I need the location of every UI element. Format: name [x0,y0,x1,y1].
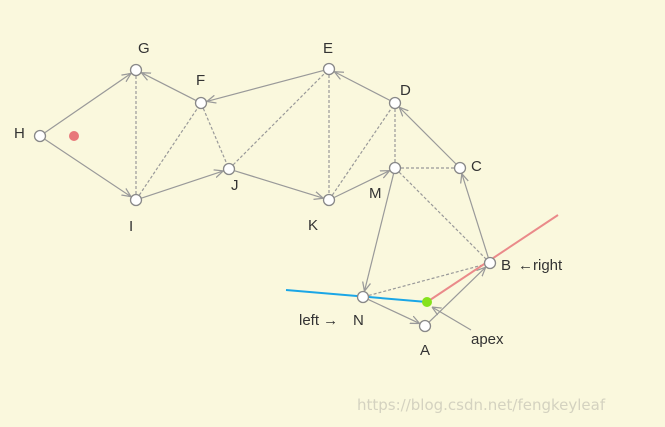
node-label-j: J [231,177,239,194]
node-label-h: H [14,125,25,142]
edge-h-g [44,73,131,134]
apex-pointer [432,307,472,331]
node-m [388,161,402,175]
node-d [388,96,402,110]
node-a [418,319,432,333]
node-j [222,162,236,176]
edge-k-d [331,107,393,196]
node-label-b: B [501,257,511,274]
node-label-d: D [400,82,411,99]
edge-f-j [202,108,228,164]
apex-annotation: apex [471,331,504,348]
node-label-f: F [196,72,205,89]
edge-f-g [141,73,196,101]
edge-m-n [364,173,395,291]
left-boundary-line [285,289,428,303]
node-i [129,193,143,207]
edge-h-i [44,138,131,196]
edge-m-b [398,171,487,260]
edges [44,69,489,324]
edge-i-j [141,171,224,199]
edge-d-e [334,72,390,101]
edge-c-d [399,107,457,165]
edge-n-a [368,298,419,324]
edge-e-f [207,69,324,102]
node-label-n: N [353,312,364,329]
node-k [322,193,336,207]
nodes [33,62,497,333]
node-b [483,256,497,270]
node-label-m: M [369,185,382,202]
node-n [356,290,370,304]
right-annotation: ←right [518,257,563,274]
edge-b-c [462,174,489,258]
node-h [33,129,47,143]
apex-point [422,297,432,307]
node-f [194,96,208,110]
edge-k-m [334,171,389,198]
node-label-a: A [420,342,430,359]
node-label-e: E [323,40,333,57]
watermark: https://blog.csdn.net/fengkeyleaf [357,396,606,414]
node-label-i: I [129,218,133,235]
node-label-k: K [308,217,318,234]
node-label-c: C [471,158,482,175]
edge-j-k [234,170,324,198]
left-annotation: left → [299,312,338,329]
node-g [129,63,143,77]
edge-n-b [368,263,485,297]
node-label-g: G [138,40,150,57]
node-c [453,161,467,175]
edge-i-f [138,107,199,196]
edge-j-e [232,72,326,166]
start-marker-point [69,131,79,141]
node-e [322,62,336,76]
